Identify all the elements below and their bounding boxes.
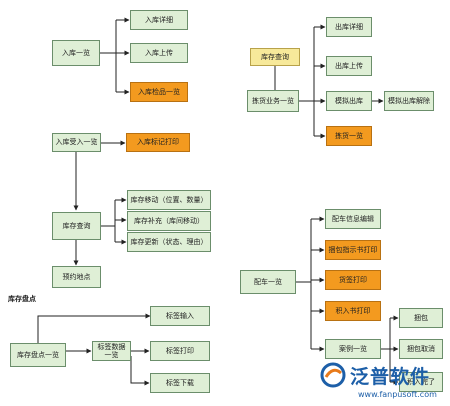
logo-text: 泛普软件 xyxy=(350,366,431,388)
node-stock-move: 库存移动（位置、数量） xyxy=(127,190,211,210)
node-inbound-overview: 入库一览 xyxy=(52,40,100,66)
node-pack-instruction-print: 捆包指示书打印 xyxy=(325,240,381,260)
node-dispatch-info-edit: 配车信息编辑 xyxy=(325,209,381,229)
node-label-print: 标签打印 xyxy=(150,341,210,361)
node-loading-print: 积入书打印 xyxy=(325,301,381,321)
node-label-input: 标签输入 xyxy=(150,306,210,326)
node-picking-overview: 拣货业务一览 xyxy=(247,90,299,112)
node-label-data: 标签数据一览 xyxy=(92,341,131,361)
node-simulate-cancel: 模拟出库解除 xyxy=(384,91,434,111)
node-outbound-upload: 出库上传 xyxy=(326,56,372,76)
logo-url: www.fanpusoft.com xyxy=(358,390,437,399)
node-inventory-query-top: 库存查询 xyxy=(250,48,300,66)
node-case-overview: 案例一览 xyxy=(325,339,381,359)
node-stocktake-overview: 库存盘点一览 xyxy=(10,343,66,367)
node-dispatch-overview: 配车一览 xyxy=(240,270,296,294)
node-stock-replenish: 库存补充（库间移动） xyxy=(127,211,211,231)
node-inbound-label-print: 入库标记打印 xyxy=(126,133,190,152)
node-inbound-detail: 入库详细 xyxy=(130,10,188,30)
node-inbound-upload: 入库上传 xyxy=(130,43,188,63)
brand-logo: 泛普软件 www.fanpusoft.com xyxy=(318,358,450,406)
node-outbound-detail: 出库详细 xyxy=(326,17,372,37)
node-picking-list: 拣货一览 xyxy=(326,126,372,146)
node-inbound-receive: 入库受入一览 xyxy=(52,133,101,152)
node-label-download: 标签下载 xyxy=(150,373,210,393)
node-inbound-inspect: 入库检品一览 xyxy=(130,82,188,102)
node-stock-update: 库存更新（状态、理由） xyxy=(127,232,211,252)
node-reserve-location: 预约地点 xyxy=(52,266,101,288)
node-loading-done: 积入完了 xyxy=(399,372,443,392)
logo-mark-icon xyxy=(320,362,346,388)
node-simulate-outbound: 模拟出库 xyxy=(326,91,372,111)
stocktake-title: 库存盘点 xyxy=(8,295,36,303)
node-pack: 捆包 xyxy=(399,308,443,328)
node-inventory-query: 库存查询 xyxy=(52,212,101,240)
node-cargo-print: 货签打印 xyxy=(325,270,381,290)
node-pack-cancel: 捆包取消 xyxy=(399,339,443,359)
